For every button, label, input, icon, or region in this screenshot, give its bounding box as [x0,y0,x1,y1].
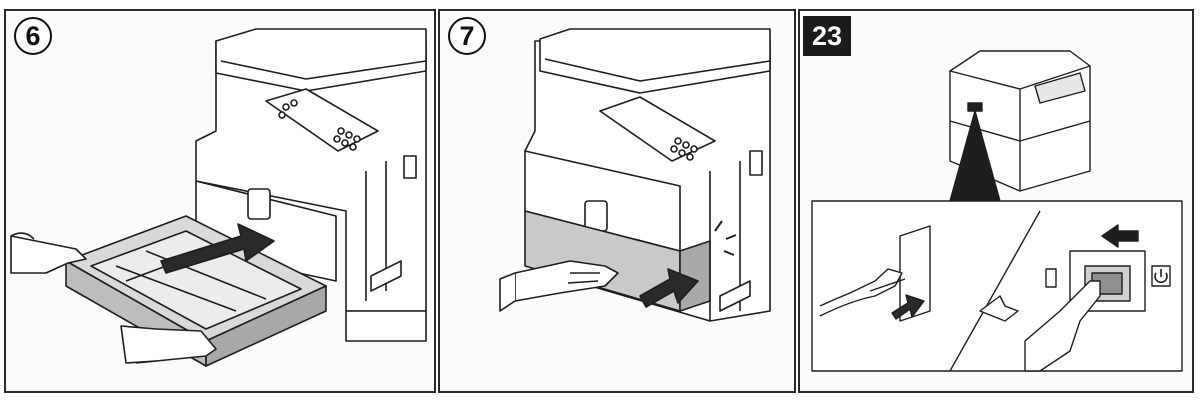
step-23-panel: 23 [798,9,1194,393]
step-7-panel: 7 [438,9,796,393]
step-6-illustration [10,28,427,367]
step-number-badge: 6 [14,17,52,55]
step-23-illustration [811,50,1183,372]
insert-arrow [160,223,275,274]
switch-arrow [1101,224,1139,248]
step-number-badge: 23 [803,16,851,56]
step-7-illustration [499,28,771,322]
step-number-badge: 7 [448,17,486,55]
step-6-panel: 6 [4,9,436,393]
push-arrow [639,268,699,308]
plug-in-arrow [891,294,925,320]
